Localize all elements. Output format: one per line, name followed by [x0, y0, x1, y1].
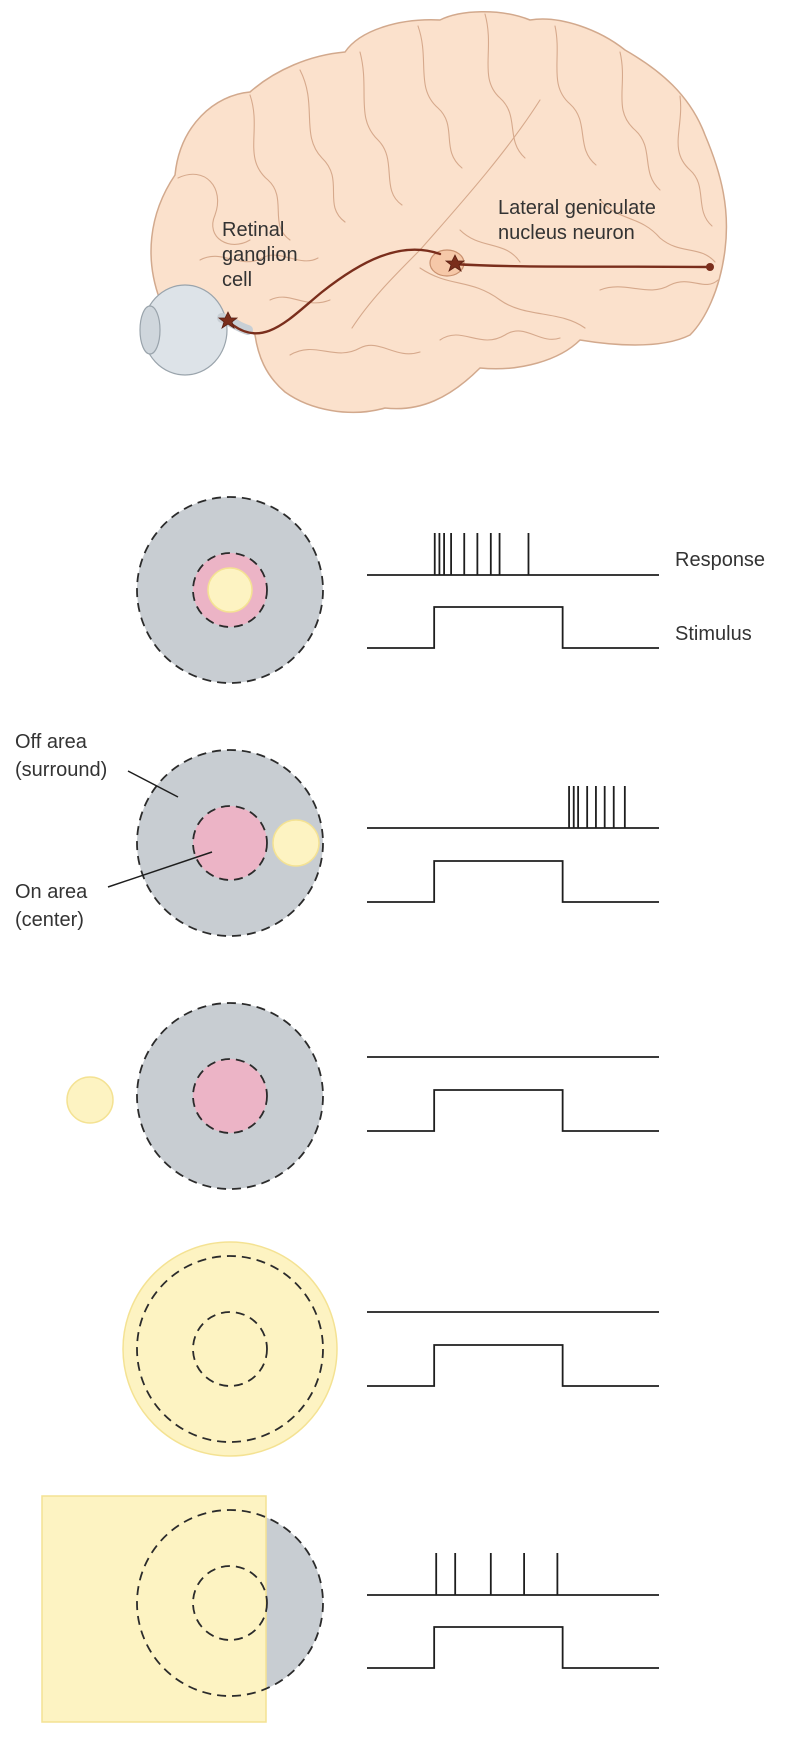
- lgn-label: Lateral geniculate nucleus neuron: [498, 197, 661, 244]
- optic-tract-axon: [226, 248, 442, 335]
- retinal-ganglion-label: Retinal ganglion cell: [222, 219, 303, 291]
- brain-anatomy: Retinal ganglion cell Lateral geniculate…: [139, 11, 728, 414]
- receptive-field-3: [66, 1002, 324, 1190]
- receptive-field-1: [136, 496, 324, 684]
- v1-terminal: [706, 263, 714, 271]
- optic-radiation-axon: [451, 262, 712, 269]
- cornea: [139, 305, 161, 355]
- cortex-folds: [177, 13, 719, 356]
- stimulus-trace: [367, 1089, 659, 1132]
- receptive-field-2: [136, 749, 324, 937]
- stimulus-trace: [367, 860, 659, 903]
- traces-5: [367, 1553, 659, 1669]
- retinal-ganglion-neuron: [217, 311, 239, 329]
- response-label: Response: [675, 549, 765, 571]
- stimulus-trace: [367, 606, 659, 649]
- panel-diffuse-field: [122, 1241, 659, 1457]
- stimulus-label: Stimulus: [675, 623, 752, 645]
- traces-2: [367, 786, 659, 903]
- receptive-field-5: [41, 1495, 324, 1723]
- traces-3: [367, 1056, 659, 1132]
- light-spot: [207, 567, 253, 613]
- traces-1: [367, 533, 659, 649]
- panel-half-field: [41, 1495, 659, 1723]
- off-area-pointer: [127, 770, 179, 798]
- light-spot: [272, 819, 320, 867]
- traces-4: [367, 1311, 659, 1387]
- light-spot: [66, 1076, 114, 1124]
- panel-outside-spot: [66, 1002, 659, 1190]
- stimulus-trace: [367, 1626, 659, 1669]
- receptive-field-4: [122, 1241, 338, 1457]
- panel-center-spot: Response Stimulus: [136, 496, 765, 684]
- light-rectangle: [41, 1495, 267, 1723]
- panel-surround-spot: Off area (surround) On area (center): [15, 731, 659, 937]
- diffuse-light: [122, 1241, 338, 1457]
- lgn-neuron: [444, 254, 466, 272]
- brain-outline: [150, 11, 728, 414]
- off-area-label: Off area (surround): [15, 731, 107, 781]
- stimulus-trace: [367, 1344, 659, 1387]
- on-area-pointer: [107, 851, 213, 888]
- on-area-label: On area (center): [15, 881, 93, 931]
